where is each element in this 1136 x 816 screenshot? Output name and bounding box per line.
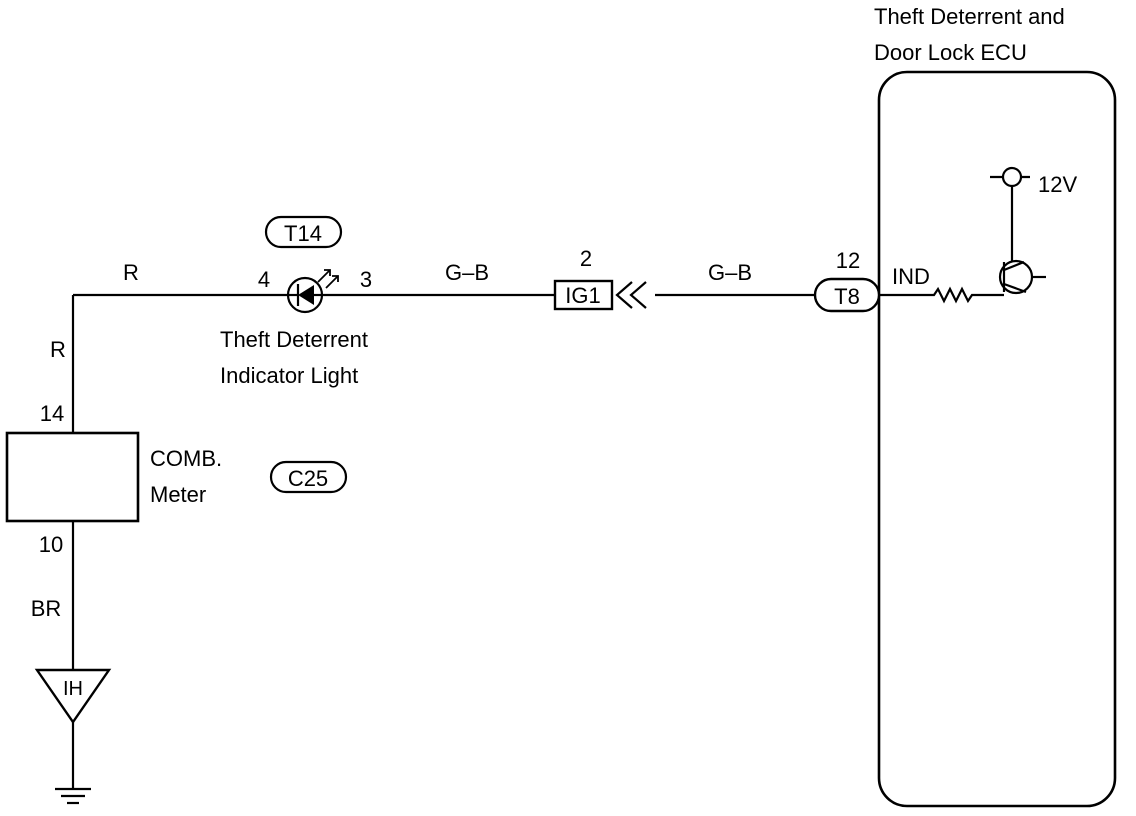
resistor-icon bbox=[879, 286, 1004, 304]
meter-label-line1: COMB. bbox=[150, 446, 222, 471]
ground-point-ih-icon bbox=[34, 668, 112, 725]
inline-connector-chevron-icon bbox=[615, 281, 647, 309]
wire-corner-to-meter-color: R bbox=[50, 337, 66, 362]
connector-c25 bbox=[269, 460, 348, 494]
wire-ecu-to-ig1-color: G–B bbox=[708, 260, 752, 285]
ecu-title-line2: Door Lock ECU bbox=[874, 40, 1027, 65]
connector-t14-code: T14 bbox=[284, 221, 322, 246]
supply-voltage-label: 12V bbox=[1038, 172, 1077, 197]
indicator-light-label-line2: Indicator Light bbox=[220, 363, 358, 388]
wire-meter-to-ground-color: BR bbox=[31, 596, 62, 621]
junction-ig1-pin: 2 bbox=[580, 246, 592, 271]
ground-point-ih-code: IH bbox=[63, 678, 83, 700]
indicator-light-label-line1: Theft Deterrent bbox=[220, 327, 368, 352]
supply-12v-icon bbox=[990, 166, 1030, 262]
connector-t14 bbox=[264, 215, 343, 249]
connector-c25-code: C25 bbox=[288, 466, 328, 491]
transistor-icon bbox=[998, 259, 1046, 295]
meter-pin-bottom: 10 bbox=[39, 532, 63, 557]
wire-light-to-corner-color: R bbox=[123, 260, 139, 285]
connector-t8-pin: 12 bbox=[836, 248, 860, 273]
connector-t14-pin-left: 4 bbox=[258, 267, 270, 292]
connector-t14-pin-right: 3 bbox=[360, 267, 372, 292]
connector-t8-code: T8 bbox=[834, 284, 860, 309]
ecu-box bbox=[877, 70, 1117, 808]
ind-label: IND bbox=[892, 264, 930, 289]
led-icon bbox=[286, 269, 339, 314]
wire-ig1-to-light-color: G–B bbox=[445, 260, 489, 285]
combination-meter-box bbox=[5, 431, 140, 523]
meter-pin-top: 14 bbox=[40, 401, 64, 426]
meter-label-line2: Meter bbox=[150, 482, 206, 507]
ecu-title-line1: Theft Deterrent and bbox=[874, 4, 1065, 29]
junction-ig1-code: IG1 bbox=[565, 283, 600, 308]
ground-icon bbox=[55, 722, 91, 805]
